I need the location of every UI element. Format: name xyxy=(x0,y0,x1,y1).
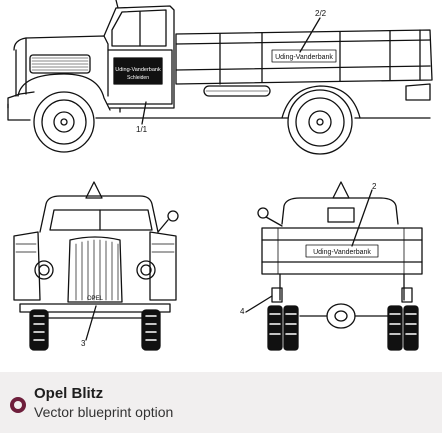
radio-selected-indicator xyxy=(14,401,22,409)
door-logo-text: Uding-Vanderbank xyxy=(115,67,161,73)
side-sign-text: Uding-Vanderbank xyxy=(275,54,333,61)
side-view-drawing xyxy=(7,0,433,155)
option-caption-bar[interactable] xyxy=(0,372,442,433)
option-subtitle: Vector blueprint option xyxy=(34,404,174,420)
grille-badge-text: OPEL xyxy=(87,296,104,302)
callout-label-2: 2 xyxy=(372,182,377,191)
rear-sign-text: Uding-Vanderbank xyxy=(313,249,371,256)
truck-blueprint-image: 2/2 1/1 2 3 4 Uding-Vanderbank Uding-Van… xyxy=(7,0,433,351)
callout-label-2-2: 2/2 xyxy=(315,9,327,18)
option-radio-button[interactable] xyxy=(10,397,26,413)
callout-label-1-1: 1/1 xyxy=(136,125,148,134)
front-view-drawing xyxy=(13,181,179,351)
rear-view-drawing xyxy=(245,181,423,351)
callout-label-4: 4 xyxy=(240,307,245,316)
option-title: Opel Blitz xyxy=(34,385,104,402)
callout-label-3: 3 xyxy=(81,339,86,348)
door-logo-subtext: Schleiden xyxy=(127,75,149,81)
